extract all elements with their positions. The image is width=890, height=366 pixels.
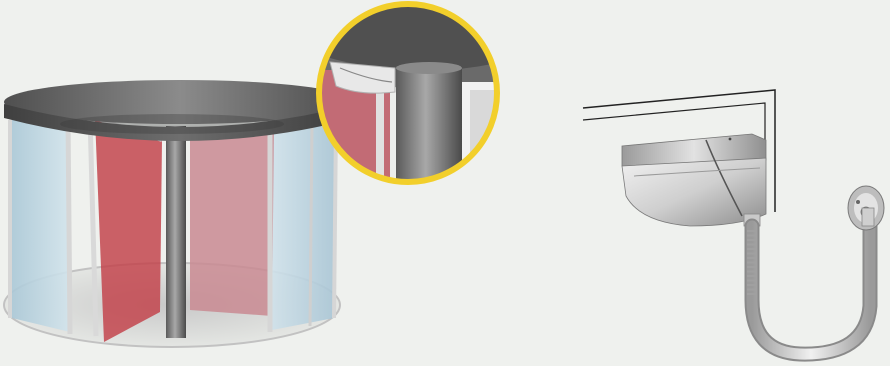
door-leaf-red	[95, 118, 162, 342]
glass-panel-right	[272, 120, 338, 330]
detail-magnifier-callout	[310, 0, 510, 196]
flexible-cable	[752, 214, 870, 354]
glass-panel-left	[10, 118, 70, 332]
center-column	[166, 126, 186, 338]
door-leaf-pink	[190, 125, 274, 316]
wall-mounted-sensor-illustration	[583, 90, 884, 354]
revolving-door-illustration	[4, 80, 356, 347]
